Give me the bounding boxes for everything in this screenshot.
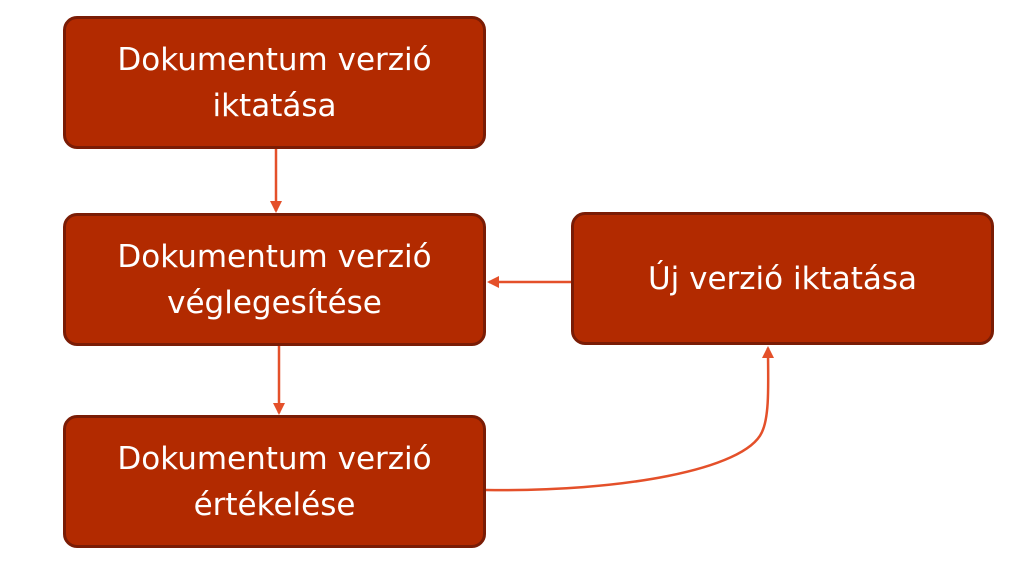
node-label: Dokumentum verzió iktatása [117,41,432,124]
node-document-version-evaluation: Dokumentum verzió értékelése [63,415,486,548]
node-new-version-registration: Új verzió iktatása [571,212,994,345]
node-label: Dokumentum verzió értékelése [117,440,432,523]
node-document-version-registration: Dokumentum verzió iktatása [63,16,486,149]
node-label: Új verzió iktatása [647,260,918,297]
node-label: Dokumentum verzió véglegesítése [117,238,432,321]
connector-evaluation-to-new-version [485,346,775,492]
node-document-version-finalization: Dokumentum verzió véglegesítése [63,213,486,346]
